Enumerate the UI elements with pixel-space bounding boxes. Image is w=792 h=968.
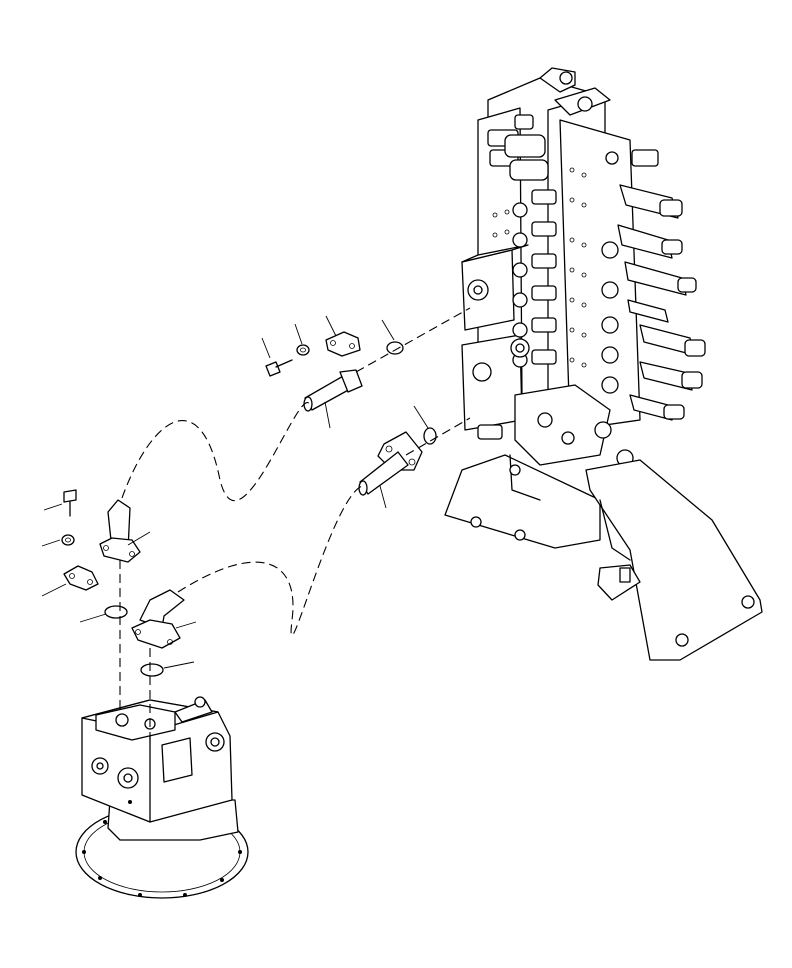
- hose-upper: [121, 402, 311, 502]
- right-side-fittings: [477, 149, 706, 467]
- control-valve-assembly: [444, 67, 763, 661]
- split-flange-upper: [325, 331, 361, 357]
- centerline-upper: [355, 307, 471, 373]
- bolt-upper: [265, 361, 281, 377]
- bracket-clamp: [597, 564, 641, 601]
- left-spool-caps: [487, 114, 557, 368]
- o-ring-upper: [386, 341, 404, 355]
- washer-lower: [61, 534, 75, 546]
- valve-base-plate: [444, 454, 601, 549]
- washer-upper: [296, 344, 310, 356]
- centerline-lower: [405, 417, 471, 456]
- hydraulic-hose-lines: [119, 307, 471, 740]
- valve-mounting-bracket: [585, 459, 763, 661]
- motor-side-hose-parts: [61, 489, 185, 677]
- valve-side-hose-parts: [265, 331, 437, 496]
- bolt-lower: [63, 489, 77, 503]
- o-ring-motor-left: [104, 605, 128, 619]
- split-flange-lower: [63, 565, 99, 591]
- swing-motor-assembly: [75, 696, 249, 899]
- callout-leader-lines: [41, 315, 429, 669]
- hose-lower: [177, 485, 363, 636]
- o-ring-motor-right: [140, 663, 164, 677]
- o-ring-lower: [423, 427, 437, 445]
- valve-port-holes: [492, 167, 587, 368]
